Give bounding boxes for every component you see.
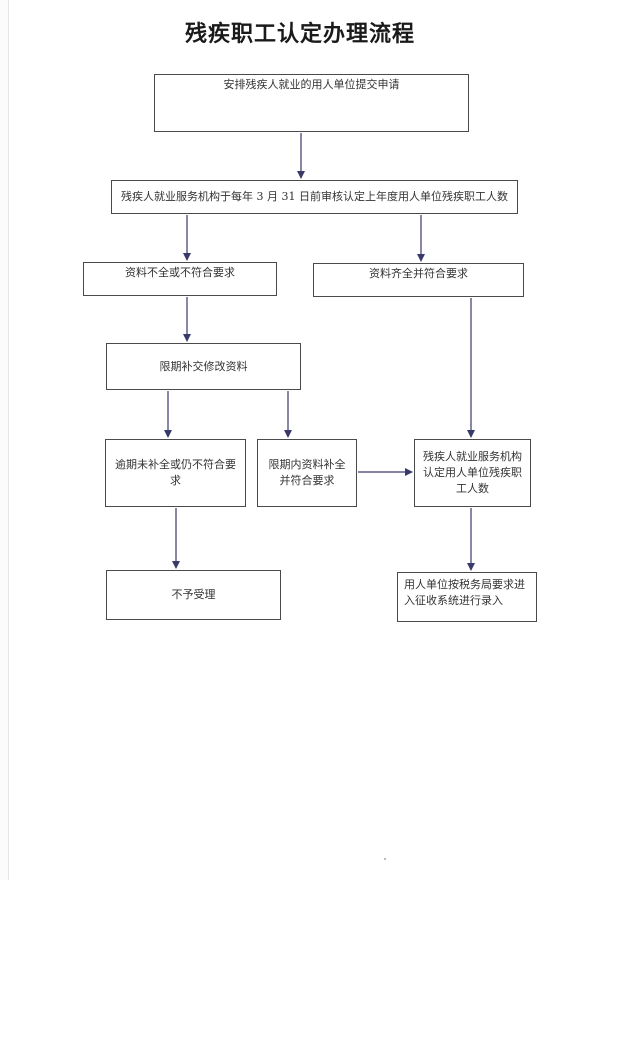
node-label: 资料不全或不符合要求 [125, 266, 235, 279]
node-label: 残疾人就业服务机构于每年 3 月 31 日前审核认定上年度用人单位残疾职工人数 [121, 190, 508, 203]
node-rejected: 不予受理 [106, 570, 281, 620]
node-supplemented-ok: 限期内资料补全并符合要求 [257, 439, 357, 507]
page-title: 残疾职工认定办理流程 [184, 21, 415, 47]
node-tax-entry: 用人单位按税务局要求进入征收系统进行录入 [397, 572, 537, 622]
node-complete: 资料齐全并符合要求 [313, 263, 524, 297]
node-overdue: 逾期未补全或仍不符合要求 [105, 439, 246, 507]
node-label: 资料齐全并符合要求 [369, 267, 468, 280]
node-label: 限期补交修改资料 [159, 359, 248, 373]
node-recognized: 残疾人就业服务机构认定用人单位残疾职工人数 [414, 439, 531, 507]
node-label: 不予受理 [171, 588, 216, 601]
node-label: 残疾人就业服务机构认定用人单位残疾职工人数 [423, 450, 522, 495]
node-label: 限期内资料补全并符合要求 [268, 458, 346, 487]
node-label: 逾期未补全或仍不符合要求 [115, 458, 236, 487]
node-incomplete: 资料不全或不符合要求 [83, 262, 277, 296]
node-review: 残疾人就业服务机构于每年 3 月 31 日前审核认定上年度用人单位残疾职工人数 [111, 180, 518, 214]
page-edge [0, 0, 9, 880]
node-label: 安排残疾人就业的用人单位提交申请 [223, 78, 400, 91]
node-label: 用人单位按税务局要求进入征收系统进行录入 [404, 578, 525, 607]
scan-speck [384, 858, 386, 860]
node-submit-application: 安排残疾人就业的用人单位提交申请 [154, 74, 469, 132]
node-supplement: 限期补交修改资料 [106, 343, 301, 390]
